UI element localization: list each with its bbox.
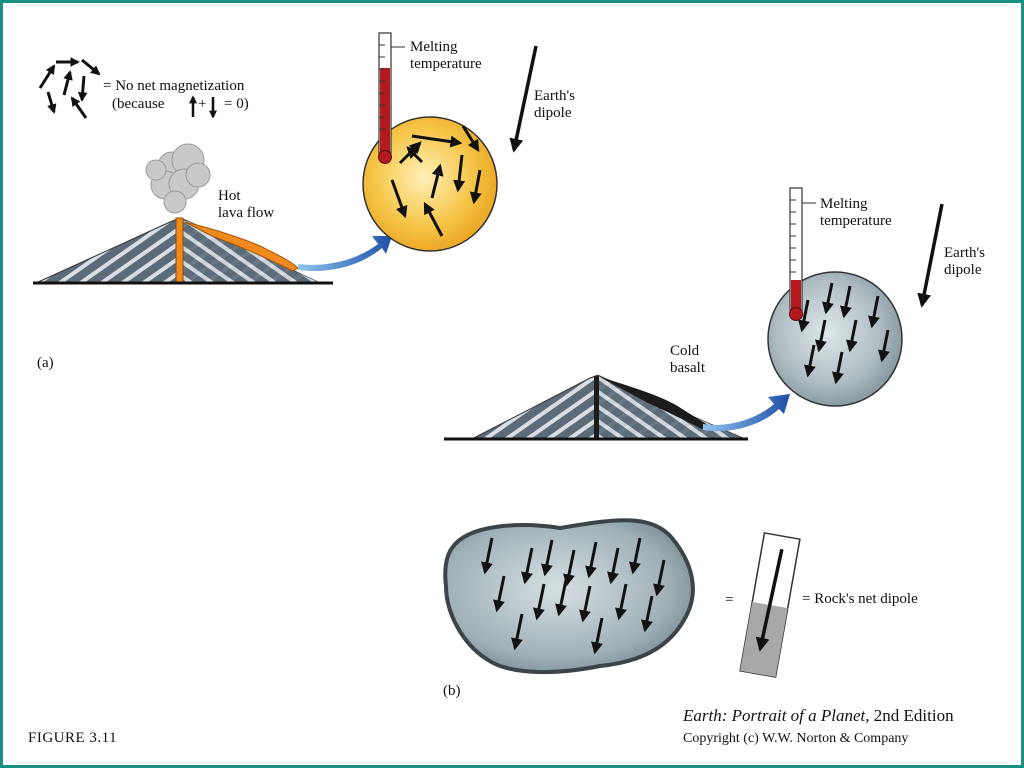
legend-plus: + <box>198 96 207 112</box>
grain-arrow <box>469 169 482 205</box>
grain-arrow <box>839 285 852 319</box>
grain-arrow <box>814 319 827 353</box>
rock-arrow <box>493 575 506 613</box>
lava-conduit <box>175 217 184 283</box>
legend-line1: = No net magnetization <box>103 78 245 94</box>
rock-arrow <box>591 617 604 655</box>
grain-arrow <box>877 329 890 363</box>
grain-arrow <box>430 163 444 199</box>
rock-arrow <box>629 537 642 575</box>
figure-label: FIGURE 3.11 <box>28 730 118 746</box>
grain-arrow <box>831 351 844 385</box>
thermometer-mid <box>789 187 816 321</box>
thermo-a-label-2: temperature <box>410 56 482 72</box>
panel-b-label: (b) <box>443 683 461 699</box>
net-dipole-indicator <box>739 532 801 678</box>
legend-arrow <box>62 70 73 96</box>
legend-random-arrows <box>38 57 101 119</box>
credit-edition: , 2nd Edition <box>865 706 954 725</box>
cold-basalt-flow <box>600 377 708 429</box>
dipole-a-label-1: Earth's <box>534 88 576 104</box>
grain-arrow <box>453 154 466 193</box>
magnetized-rock <box>443 518 695 675</box>
legend-arrow <box>70 96 88 119</box>
credit-copyright: Copyright (c) W.W. Norton & Company <box>683 731 909 746</box>
net-dipole-arrow-icon <box>755 548 784 652</box>
dipole-mid-label-2: dipole <box>944 262 982 278</box>
grain-arrow <box>461 125 480 153</box>
rock-arrow <box>563 549 576 587</box>
dipole-a-label-2: dipole <box>534 105 572 121</box>
rock-arrow <box>521 547 534 585</box>
grain-arrow <box>867 295 880 329</box>
dipole-mid-label-1: Earth's <box>944 245 986 261</box>
grain-arrow <box>411 134 463 148</box>
earth-dipole-arrow-a <box>509 45 538 153</box>
equals-sign: = <box>725 592 734 608</box>
steam-plume <box>145 143 211 214</box>
earth-dipole-arrow-mid <box>917 203 944 308</box>
rock-arrow <box>541 539 554 577</box>
thermo-mid-label-2: temperature <box>820 213 892 229</box>
grain-arrow <box>390 179 408 219</box>
rock-arrow <box>585 541 598 579</box>
grain-arrow <box>423 201 444 237</box>
hot-lava-grain <box>362 116 498 252</box>
volcano-mid <box>444 374 748 441</box>
thermo-mid-label-1: Melting <box>820 196 868 212</box>
credit-title: Earth: Portrait of a Planet, 2nd Edition <box>683 707 954 724</box>
grain-arrow <box>822 282 834 315</box>
lava-flow <box>184 221 299 272</box>
rock-arrow <box>653 559 666 597</box>
basalt-label-2: basalt <box>670 360 705 376</box>
rock-arrow <box>481 537 494 575</box>
transfer-arrow-a <box>298 236 392 272</box>
volcano-a <box>33 143 333 285</box>
transfer-arrow-mid <box>703 394 790 432</box>
rock-arrow <box>555 579 568 617</box>
basalt-label-1: Cold <box>670 343 700 359</box>
rock-arrow <box>511 613 524 651</box>
lava-label-1: Hot <box>218 188 241 204</box>
grain-arrow <box>803 344 816 378</box>
lava-label-2: lava flow <box>218 205 275 221</box>
rock-arrow <box>579 585 592 623</box>
grain-arrow <box>845 319 858 353</box>
thermometer-a <box>378 32 405 164</box>
cold-basalt-grain <box>767 271 903 407</box>
rock-arrow <box>615 583 628 621</box>
grain-arrow <box>406 146 424 164</box>
legend-equation-arrows <box>188 95 218 119</box>
legend-arrow <box>38 64 56 89</box>
credit-book-title: Earth: Portrait of a Planet <box>683 706 866 725</box>
grain-arrow <box>797 299 810 333</box>
legend-arrow <box>81 58 101 76</box>
thermo-a-label-1: Melting <box>410 39 458 55</box>
legend-equals-zero: = 0) <box>224 96 249 112</box>
net-dipole-label: = Rock's net dipole <box>802 591 918 607</box>
rock-arrow <box>641 595 654 633</box>
legend-because: (because <box>112 96 165 112</box>
rock-arrow <box>533 583 546 621</box>
legend-arrow <box>46 91 57 114</box>
panel-a-label: (a) <box>37 355 54 371</box>
rock-arrow <box>607 547 620 585</box>
legend-arrow <box>77 75 88 102</box>
